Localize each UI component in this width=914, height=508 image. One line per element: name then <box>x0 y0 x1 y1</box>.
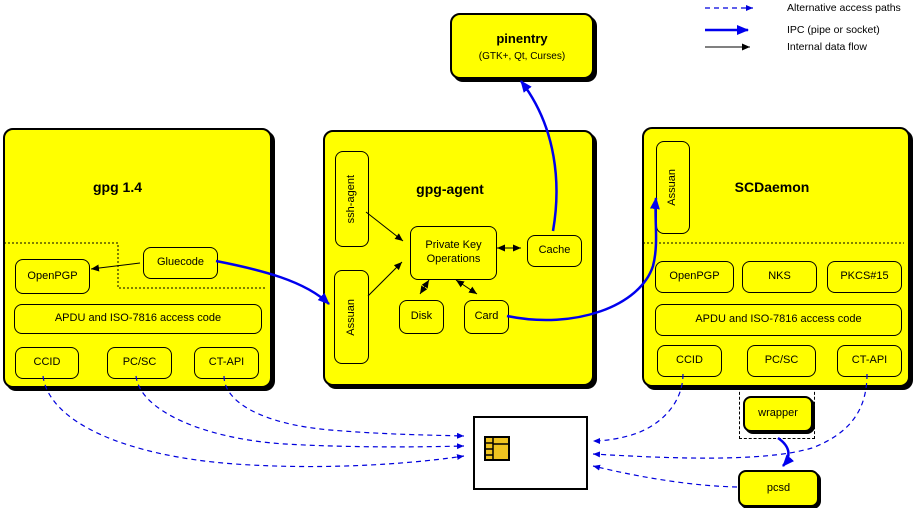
gpg14-gluecode-box: Gluecode <box>143 247 218 279</box>
gpg14-ctapi-label: CT-API <box>208 356 245 369</box>
ipc-wrapper-to-pcsd <box>777 436 795 467</box>
scd-ctapi-box: CT-API <box>837 345 902 377</box>
gpg14-apdu-box: APDU and ISO-7816 access code <box>14 304 262 334</box>
scd-pkcs15-label: PKCS#15 <box>840 270 889 283</box>
scd-apdu-box: APDU and ISO-7816 access code <box>655 304 902 336</box>
pinentry-box: pinentry (GTK+, Qt, Curses) <box>450 13 594 79</box>
agent-private-key-operations-box: Private Key Operations <box>410 226 497 280</box>
pinentry-title: pinentry <box>496 30 548 46</box>
gpg14-title: gpg 1.4 <box>92 179 142 195</box>
agent-pko-label-line2: Operations <box>426 253 481 265</box>
gpg14-gluecode-label: Gluecode <box>156 256 205 269</box>
pinentry-subtitle: (GTK+, Qt, Curses) <box>478 50 566 62</box>
gpg14-ccid-box: CCID <box>15 347 79 379</box>
agent-assuan-label: Assuan <box>344 298 357 336</box>
scd-ccid-box: CCID <box>657 345 722 377</box>
scd-assuan-box: Assuan <box>656 141 690 234</box>
agent-assuan-box: Assuan <box>334 270 369 364</box>
scd-nks-label: NKS <box>768 270 791 283</box>
agent-cache-label: Cache <box>538 244 571 257</box>
smartcard <box>473 416 588 490</box>
agent-disk-label: Disk <box>410 310 433 323</box>
agent-pko-label-line1: Private Key <box>425 239 482 252</box>
pcsd-label: pcsd <box>766 481 791 494</box>
agent-disk-box: Disk <box>399 300 444 334</box>
agent-cache-box: Cache <box>527 235 582 267</box>
gpg14-ctapi-box: CT-API <box>194 347 259 379</box>
scd-openpgp-label: OpenPGP <box>669 270 720 283</box>
alt-gpg14-ccid-to-card <box>42 375 465 468</box>
wrapper-label: wrapper <box>758 407 798 420</box>
gpg14-box: gpg 1.4 OpenPGP Gluecode APDU and ISO-78… <box>3 128 272 388</box>
agent-card-label: Card <box>474 310 499 323</box>
smartcard-chip-icon <box>484 436 510 461</box>
gpg14-openpgp-box: OpenPGP <box>15 259 90 294</box>
agent-card-box: Card <box>464 300 509 334</box>
scd-pcsc-box: PC/SC <box>747 345 816 377</box>
gpg-agent-box: gpg-agent ssh-agent Assuan Private Key O… <box>323 130 594 386</box>
scd-nks-box: NKS <box>742 261 817 293</box>
gpg14-ccid-label: CCID <box>33 356 61 369</box>
scd-assuan-label: Assuan <box>666 169 679 206</box>
gpg14-pcsc-label: PC/SC <box>122 356 157 369</box>
scd-apdu-label: APDU and ISO-7816 access code <box>695 313 862 326</box>
gpg14-openpgp-label: OpenPGP <box>27 269 78 282</box>
scd-openpgp-box: OpenPGP <box>655 261 734 293</box>
legend-ipc-label: IPC (pipe or socket) <box>787 24 880 36</box>
legend-alt-access-label: Alternative access paths <box>787 2 901 14</box>
scdaemon-box: SCDaemon Assuan OpenPGP NKS PKCS#15 APDU… <box>642 127 910 387</box>
agent-ssh-agent-box: ssh-agent <box>335 151 369 247</box>
alt-pcsd-to-card <box>592 464 738 488</box>
gpg14-pcsc-box: PC/SC <box>107 347 172 379</box>
scd-ctapi-label: CT-API <box>851 354 888 367</box>
wrapper-box: wrapper <box>743 396 813 432</box>
gpg14-apdu-label: APDU and ISO-7816 access code <box>54 312 222 325</box>
gpg-agent-title: gpg-agent <box>416 181 484 197</box>
scdaemon-title: SCDaemon <box>734 179 810 195</box>
agent-ssh-agent-label: ssh-agent <box>345 174 358 224</box>
legend-internal-flow-label: Internal data flow <box>787 41 867 53</box>
scd-pcsc-label: PC/SC <box>764 354 799 367</box>
pcsd-box: pcsd <box>738 470 819 507</box>
scd-pkcs15-box: PKCS#15 <box>827 261 902 293</box>
scd-ccid-label: CCID <box>676 354 703 367</box>
